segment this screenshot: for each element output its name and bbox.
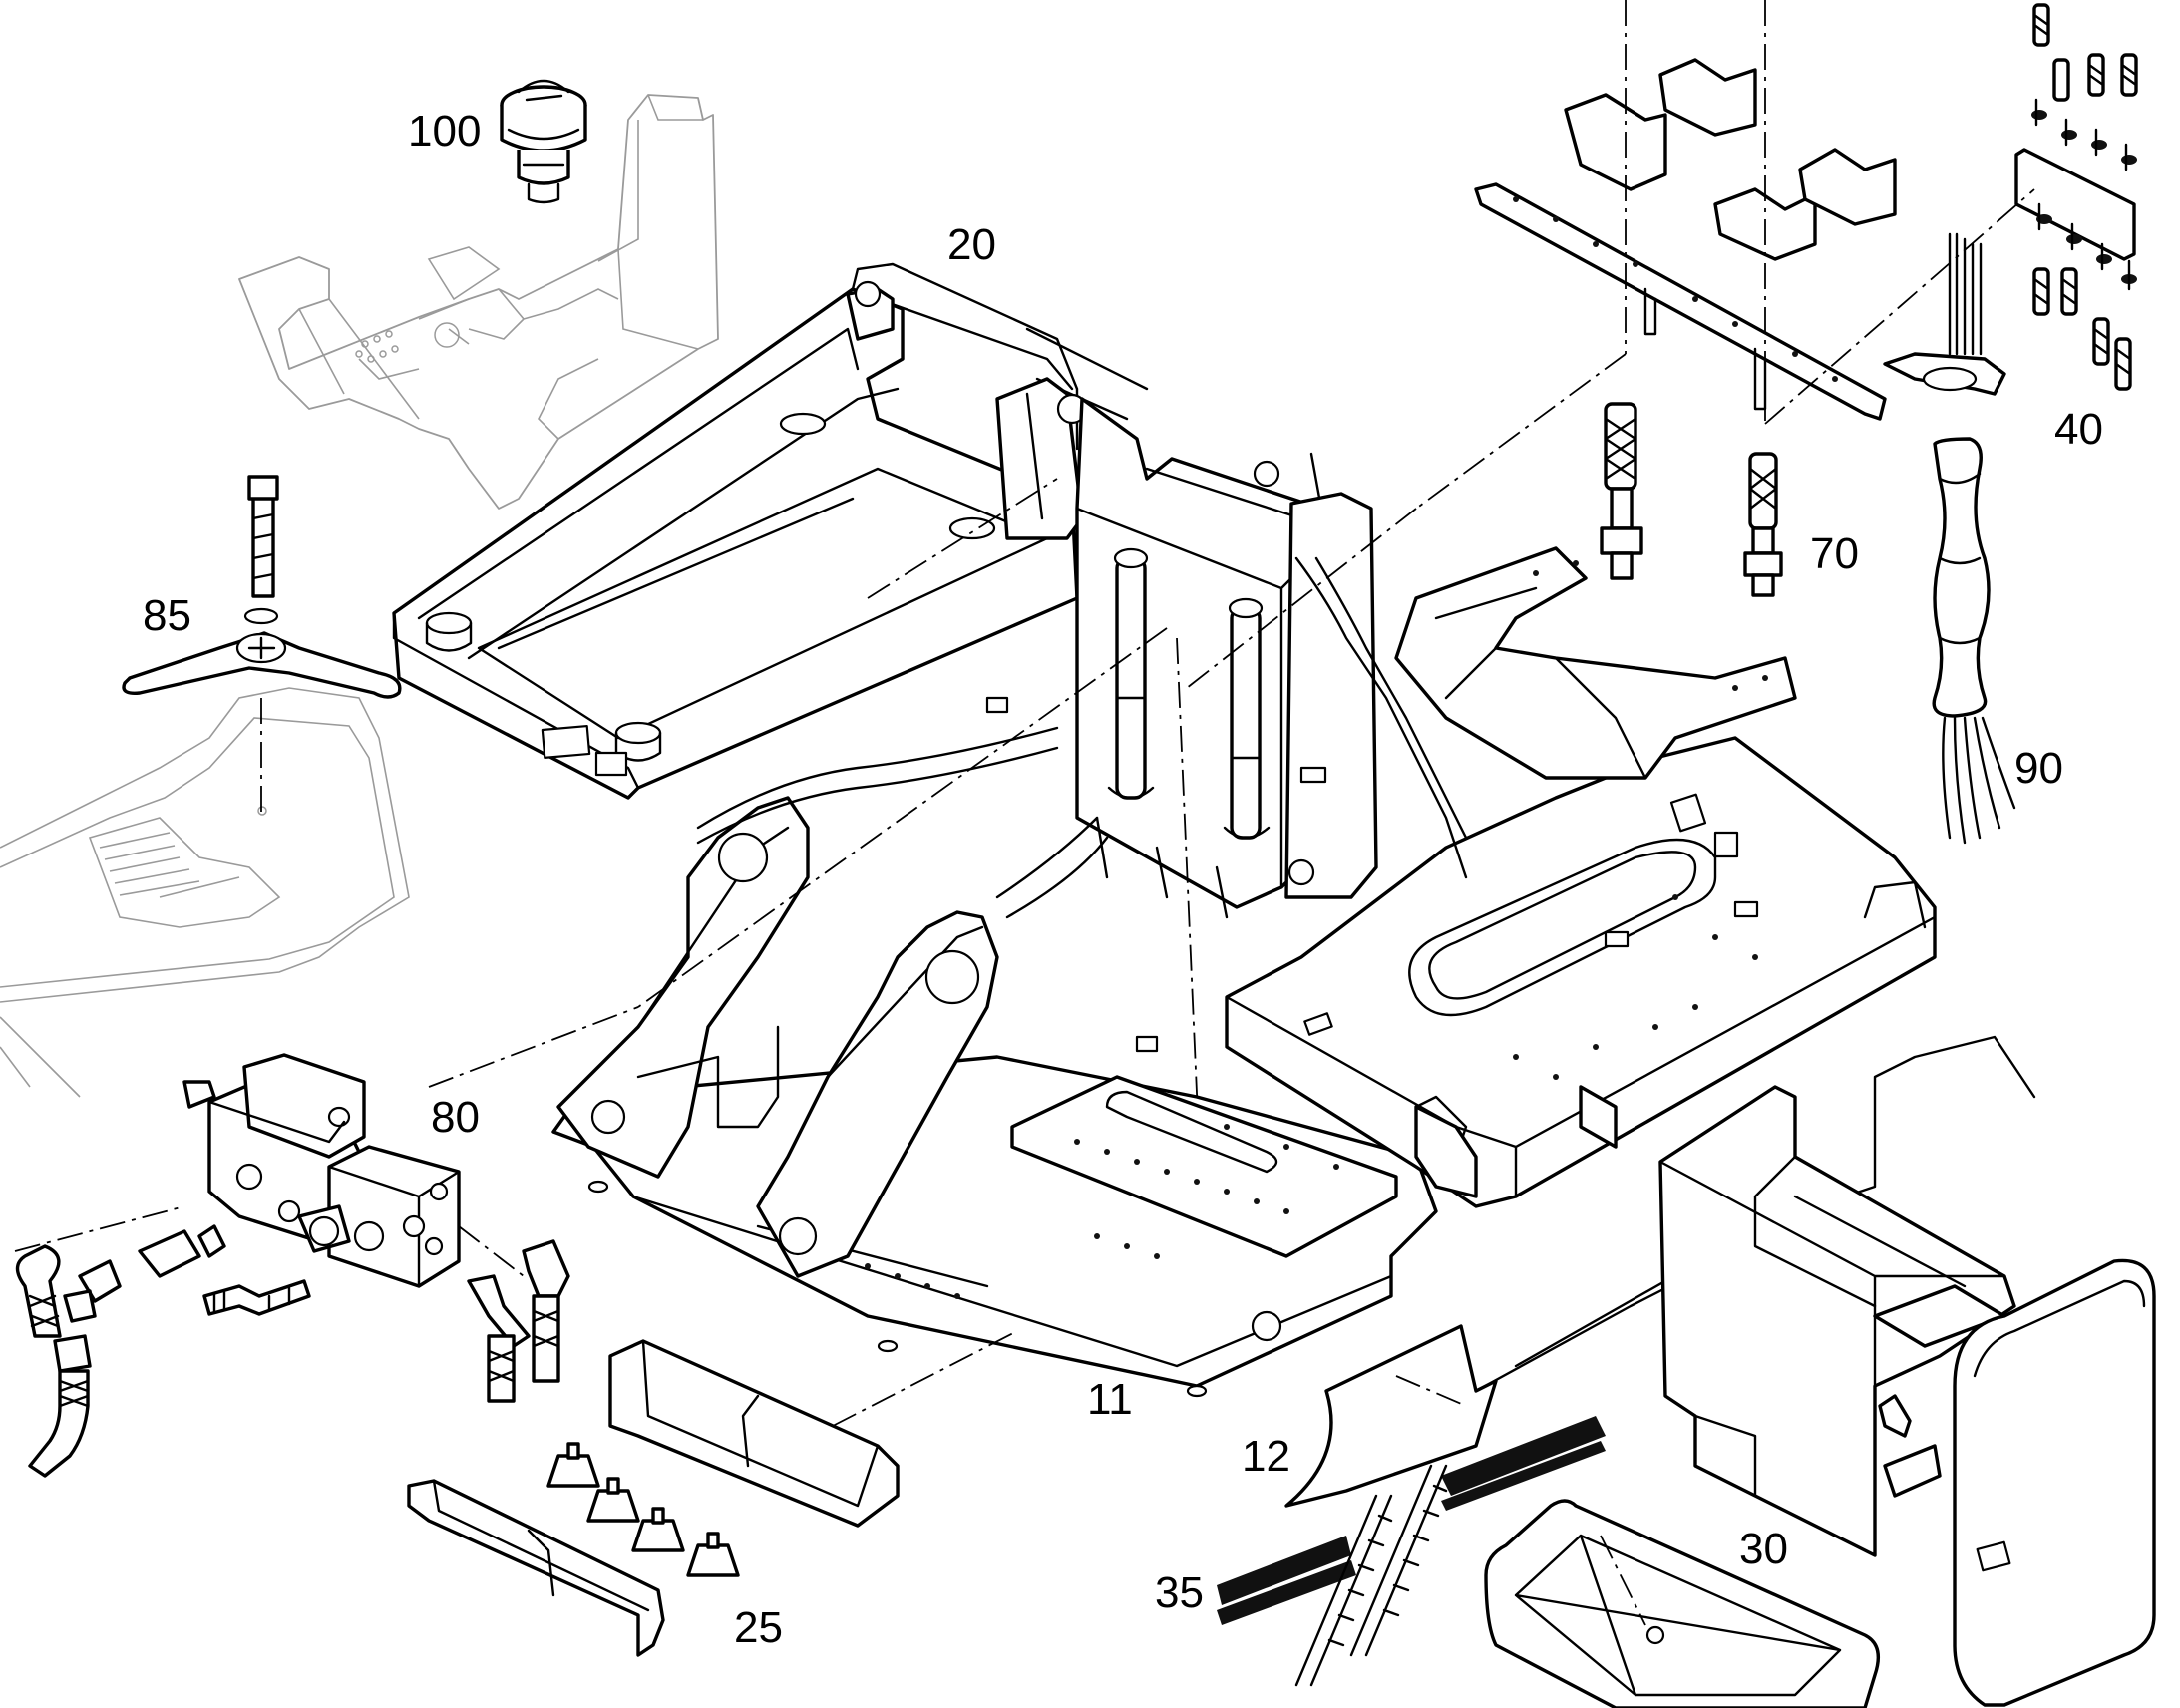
part-100-knob (500, 79, 587, 204)
callout-85: 85 (143, 591, 191, 640)
part-25-trays (407, 1330, 1018, 1657)
ghost-seat-assembly (238, 94, 719, 510)
callout-12: 12 (1242, 1432, 1290, 1481)
callout-40: 40 (2054, 405, 2103, 454)
part-11-chassis (551, 796, 1438, 1398)
left-frame-links (696, 696, 1327, 1053)
callout-90: 90 (2014, 744, 2063, 793)
callout-25: 25 (734, 1603, 783, 1652)
part-30-enclosure (1395, 1085, 2156, 1708)
part-85-clamp-lever (122, 475, 402, 813)
part-20-frame (392, 262, 1149, 800)
part-35-strips (1217, 1416, 1606, 1687)
assembly-axis-lines (637, 478, 1417, 1008)
part-70-clamp-rail (1474, 0, 1897, 597)
ghost-floor-plate (0, 687, 410, 1098)
callout-30: 30 (1739, 1525, 1788, 1573)
part-90-cable-bundle (1883, 232, 2016, 845)
callout-11: 11 (1087, 1375, 1133, 1424)
callout-35: 35 (1155, 1568, 1204, 1617)
callout-20: 20 (947, 220, 996, 269)
platform-frame (1225, 736, 1937, 1208)
part-80-valve-block (14, 1006, 639, 1478)
callout-70: 70 (1810, 529, 1859, 578)
callout-80: 80 (431, 1093, 480, 1142)
cylinder-support-frame (1075, 397, 1378, 1207)
callout-labels: 100 20 85 70 40 90 80 11 12 30 35 25 (143, 107, 2103, 1652)
rear-lower-frame (1294, 546, 1797, 879)
callout-100: 100 (408, 107, 481, 156)
part-40-connector-bracket (1415, 3, 2138, 510)
